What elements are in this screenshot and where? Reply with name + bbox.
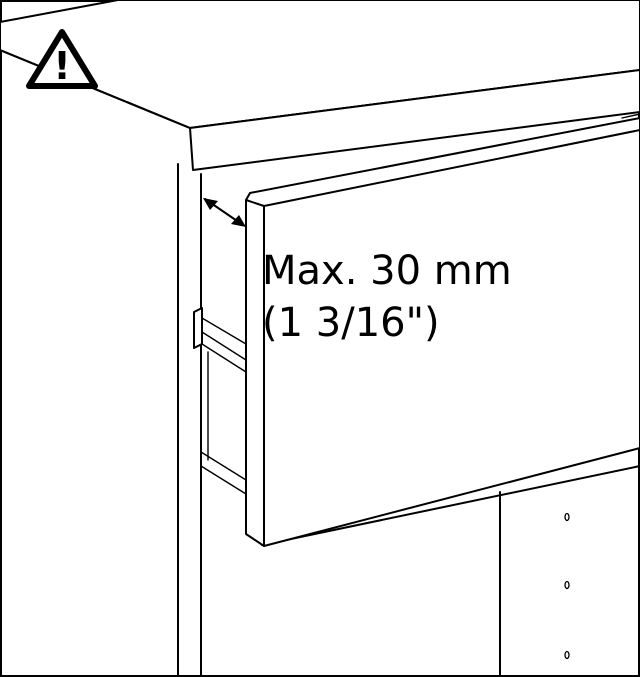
dimension-label-line2: (1 3/16") [262,300,440,346]
cabinet-side-wall [177,163,202,677]
countertop [0,0,640,171]
dimension-label-line1: Max. 30 mm [262,248,512,294]
hinge-hole [564,580,570,590]
drawer-front-panel [245,117,640,547]
dimension-label: Max. 30 mm (1 3/16") [262,248,512,346]
hinge-hole [564,512,570,522]
gap-dimension-arrow [203,198,246,227]
warning-triangle-icon: ! [26,29,98,89]
leader-line [621,113,640,119]
drawer-runner [193,307,247,495]
hinge-hole [564,650,570,660]
lower-cabinet-panel [261,465,640,677]
warning-symbol: ! [53,44,70,88]
